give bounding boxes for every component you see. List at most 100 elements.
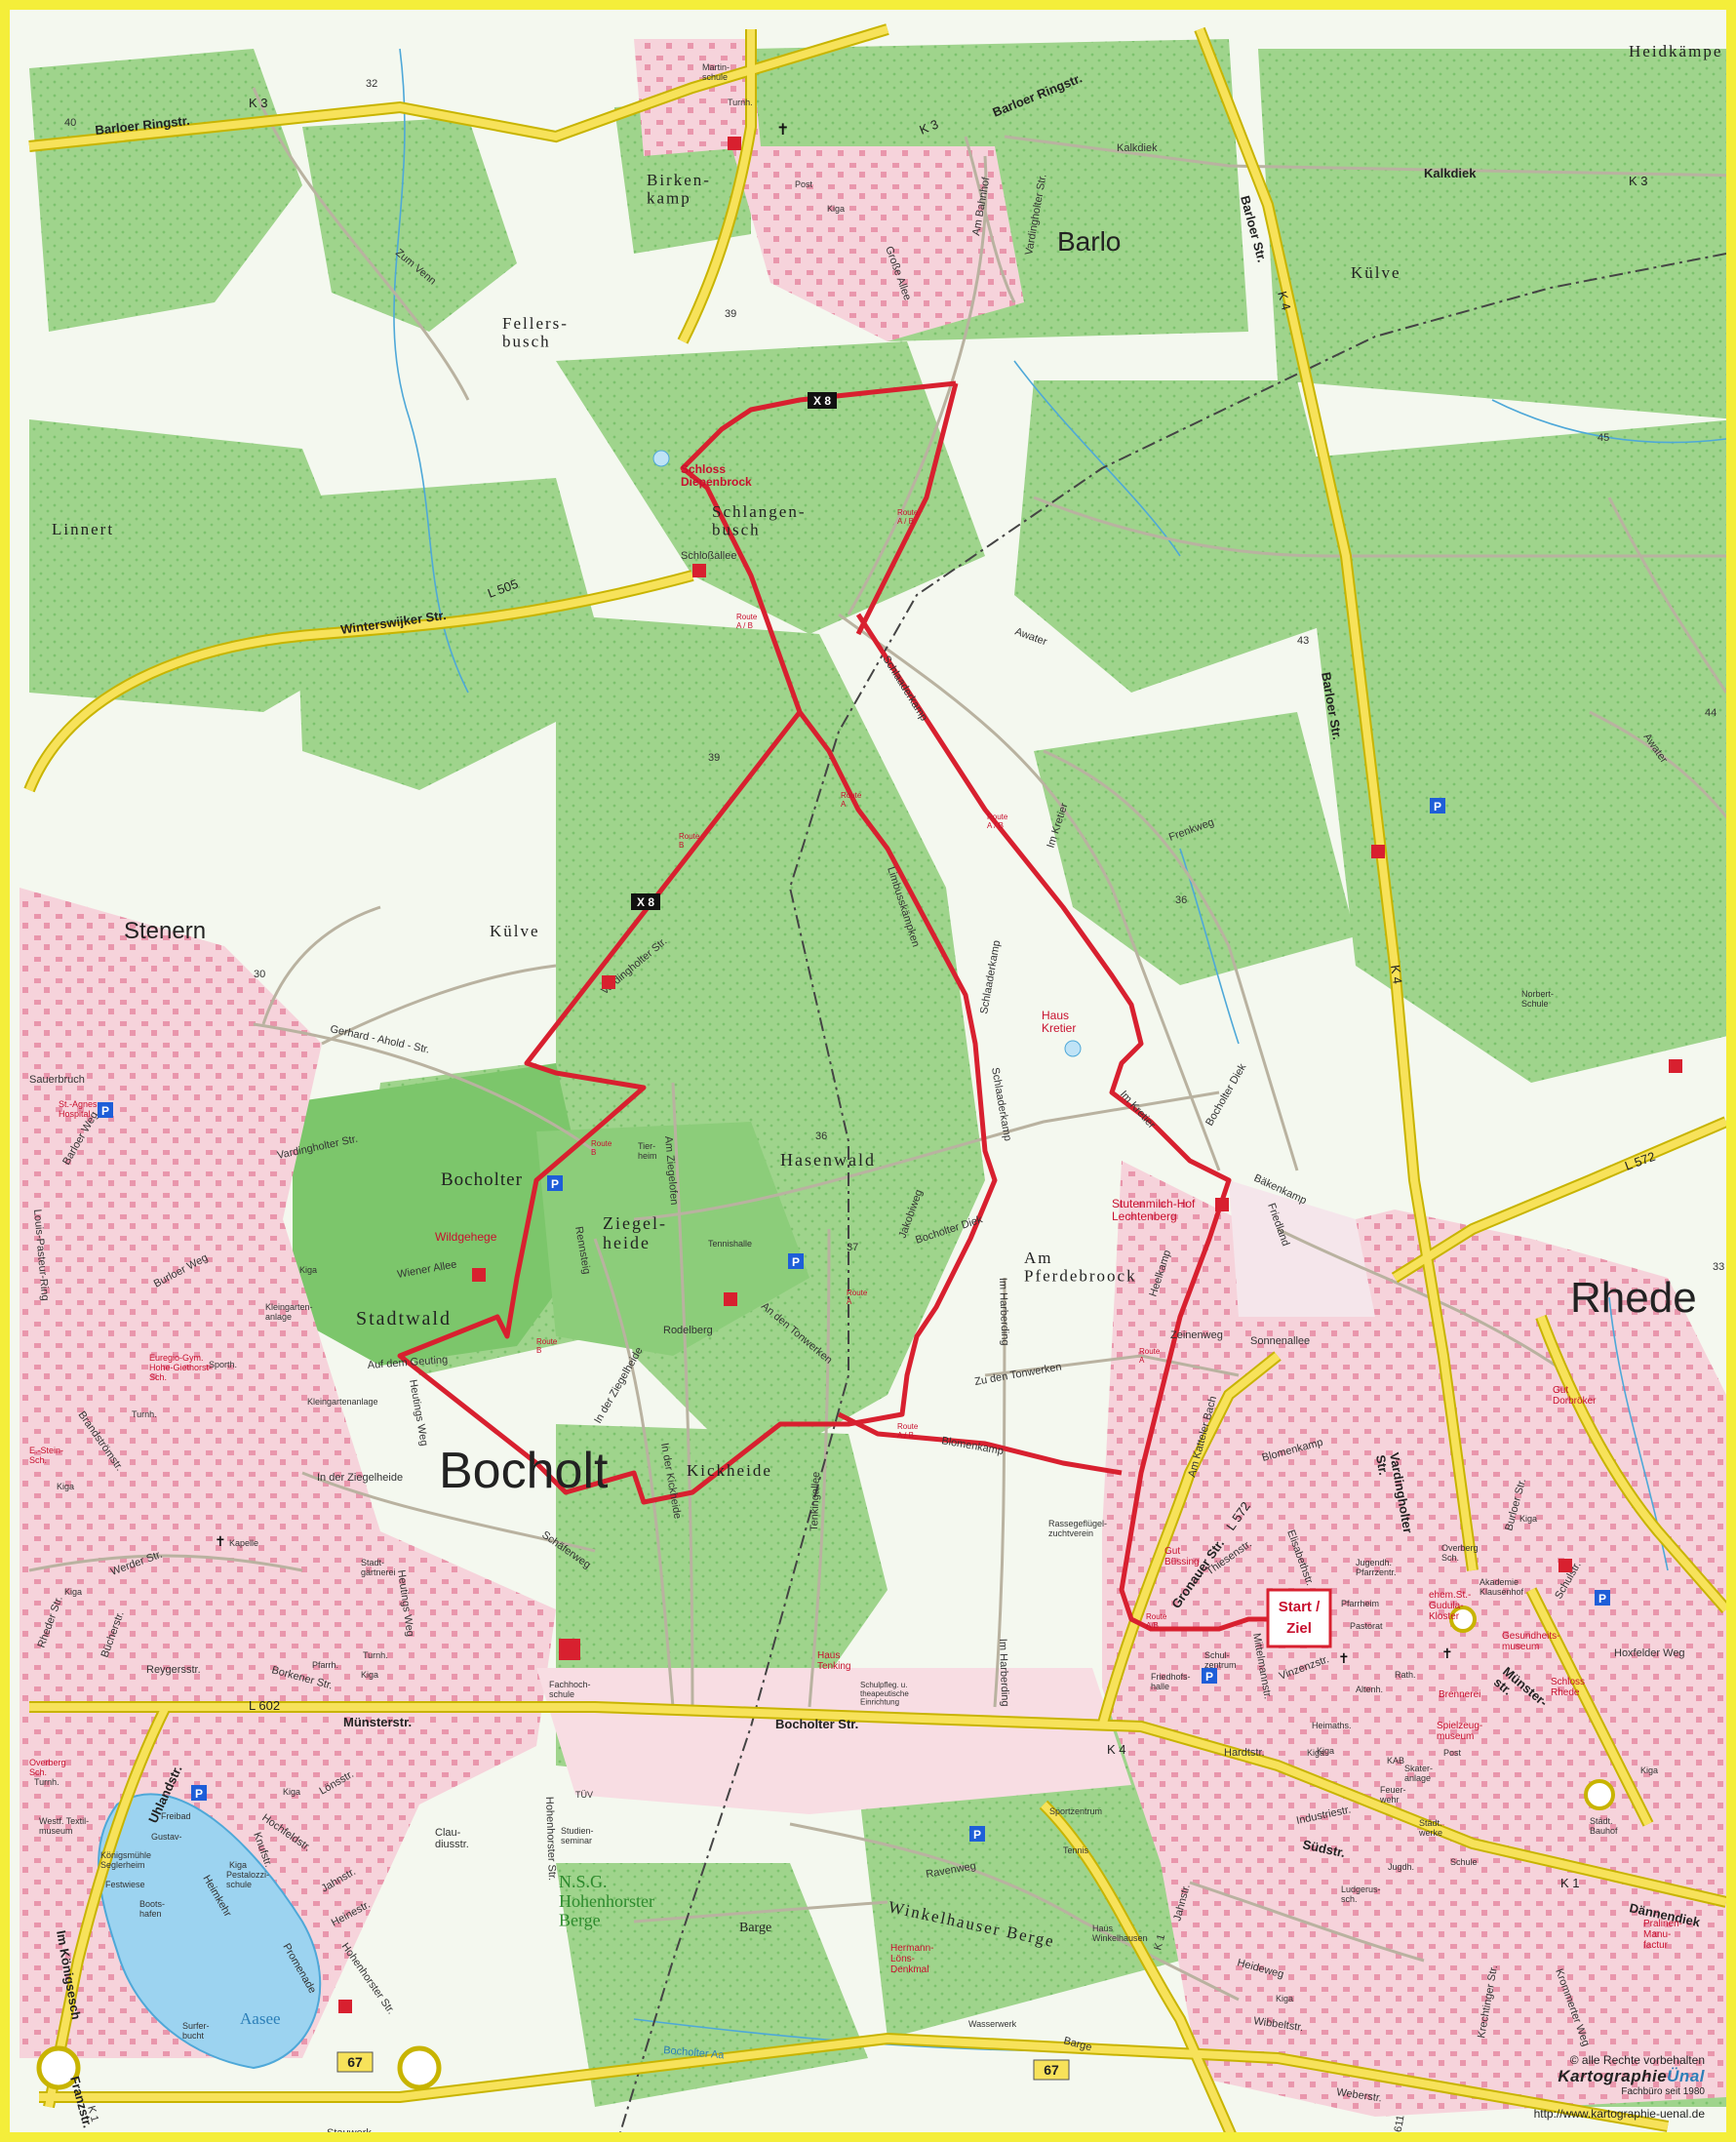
place-stadtwald: Stadtwald bbox=[356, 1308, 452, 1329]
svg-text:P: P bbox=[1434, 800, 1441, 813]
parking-icon: P bbox=[1202, 1668, 1217, 1684]
poi-jugendh: Jugendh.Pfarrzentr. bbox=[1356, 1558, 1397, 1577]
poi-tennis: Tennis bbox=[1063, 1845, 1089, 1855]
map-credits: © alle Rechte vorbehalten KartographieÜn… bbox=[1534, 2053, 1705, 2121]
road-k4-n: K 4 bbox=[1275, 290, 1294, 312]
road-k4-s: K 4 bbox=[1388, 964, 1405, 984]
poi-sauerbruch: Sauerbruch bbox=[29, 1074, 85, 1086]
parking-icon: P bbox=[191, 1785, 207, 1801]
poi-schule-e: Schule bbox=[1450, 1857, 1478, 1867]
poi-wasserwerk: Wasserwerk bbox=[968, 2019, 1017, 2029]
chapel-icon: ✝ ✝ ✝ ✝ bbox=[215, 122, 1453, 1666]
place-kuelve-w: Külve bbox=[490, 922, 540, 940]
road-l602: L 602 bbox=[249, 1698, 280, 1713]
road-claudiusstr: Clau-diusstr. bbox=[435, 1827, 469, 1850]
road-k3-e: K 3 bbox=[1629, 174, 1648, 188]
place-heidkaempe: Heidkämpe bbox=[1629, 42, 1722, 60]
poi-freibad: Freibad bbox=[161, 1811, 191, 1821]
place-birkenkamp: Birken-kamp bbox=[647, 171, 711, 208]
poi-kiga-w2: Kiga bbox=[57, 1482, 74, 1491]
place-aasee: Aasee bbox=[240, 2009, 281, 2028]
parking-icon: P bbox=[98, 1102, 113, 1118]
poi-kiga-n: Kiga bbox=[827, 204, 845, 214]
poi-jugendh-e: Jugdh. bbox=[1388, 1862, 1414, 1872]
start-ziel-label-2: Ziel bbox=[1286, 1620, 1312, 1637]
poi-studienseminar: Studien-seminar bbox=[561, 1826, 594, 1845]
poi-turnh-n: Turnh. bbox=[728, 98, 753, 107]
admin-boundary bbox=[619, 253, 1726, 2132]
elevation-markers: 40 32 39 45 43 44 39 30 36 36 37 33 bbox=[64, 78, 1724, 1273]
minor-roads bbox=[28, 87, 1726, 2002]
place-stenern: Stenern bbox=[124, 918, 206, 944]
place-schlangenbusch: Schlangen-busch bbox=[712, 502, 806, 539]
place-kuelve-ne: Külve bbox=[1351, 263, 1401, 282]
place-bocholt: Bocholt bbox=[439, 1443, 609, 1499]
poi-kiga-e: Kiga bbox=[1317, 1746, 1334, 1756]
road-hoxfelder-weg: Hoxfelder Weg bbox=[1614, 1647, 1685, 1659]
a67-shields: 67 67 bbox=[336, 2051, 1070, 2081]
poi-kiga-e2: Kiga bbox=[1640, 1765, 1658, 1775]
place-kickheide: Kickheide bbox=[687, 1461, 772, 1480]
svg-text:✝: ✝ bbox=[776, 122, 789, 139]
place-barlo: Barlo bbox=[1057, 226, 1121, 257]
parking-icon: P bbox=[1430, 798, 1445, 813]
x8-badge-west: X 8 bbox=[637, 895, 654, 909]
credits-rights: © alle Rechte vorbehalten bbox=[1569, 2053, 1705, 2067]
road-k3-w: K 3 bbox=[249, 96, 268, 110]
poi-kleingarten: Kleingarten-anlage bbox=[265, 1302, 313, 1322]
map-canvas[interactable]: Start / Ziel Bocholt Rhede Barlo Stenern… bbox=[10, 10, 1736, 2142]
poi-post-e: Post bbox=[1443, 1748, 1462, 1758]
road-stauwerk: Stauwerk bbox=[327, 2127, 372, 2139]
poi-sportzentrum: Sportzentrum bbox=[1049, 1806, 1102, 1816]
credits-brand: KartographieÜnal bbox=[1534, 2067, 1705, 2086]
poi-kiga-w4: Kiga bbox=[361, 1670, 378, 1680]
svg-text:P: P bbox=[792, 1255, 800, 1269]
poi-rassegefluegel: Rassegeflügel-zuchtverein bbox=[1048, 1519, 1107, 1538]
poi-skateranlage: Skater-anlage bbox=[1404, 1764, 1433, 1783]
svg-text:✝: ✝ bbox=[215, 1533, 226, 1549]
road-kalkdiek-e: Kalkdiek bbox=[1424, 166, 1477, 180]
poi-pastorat: Pastorat bbox=[1350, 1621, 1383, 1631]
poi-altenh: Altenh. bbox=[1356, 1685, 1383, 1694]
credits-url: http://www.kartographie-uenal.de bbox=[1533, 2107, 1705, 2121]
road-in-der-ziegelheide-w: In der Ziegelheide bbox=[317, 1472, 403, 1484]
road-zeinenweg: Zeinenweg bbox=[1170, 1329, 1223, 1341]
poi-pfarrheim: Pfarrheim bbox=[1341, 1599, 1379, 1608]
ziegelheide-forest bbox=[536, 1122, 809, 1356]
poi-rathaus: Rath. bbox=[1395, 1670, 1416, 1680]
road-schlossallee: Schloßallee bbox=[681, 550, 736, 562]
poi-heimathaus: Heimaths. bbox=[1312, 1721, 1352, 1730]
svg-text:✝: ✝ bbox=[1338, 1650, 1350, 1666]
start-ziel-marker[interactable]: Start / Ziel bbox=[1266, 1588, 1332, 1648]
poi-kiga-hardt: Kiga bbox=[1307, 1748, 1324, 1758]
road-k3-mid: K 3 bbox=[918, 117, 941, 138]
poi-pfarrh-w: Pfarrh. bbox=[312, 1660, 338, 1670]
poi-tennishalle: Tennishalle bbox=[708, 1239, 752, 1249]
stadtwald-forest bbox=[293, 1063, 595, 1366]
x8-badge-north: X 8 bbox=[813, 394, 831, 408]
map-symbols: P P P P P P P P bbox=[98, 122, 1682, 2013]
svg-text:P: P bbox=[195, 1787, 203, 1801]
poi-ludgerus: Ludgerus-sch. bbox=[1341, 1884, 1381, 1904]
elev-12: 33 bbox=[1713, 1261, 1724, 1273]
elev-7: 39 bbox=[708, 752, 720, 764]
elev-9: 36 bbox=[1175, 894, 1187, 906]
elev-1: 40 bbox=[64, 117, 76, 129]
poi-schulzentrum: Schul-zentrum bbox=[1204, 1650, 1237, 1670]
aasee-lake bbox=[98, 1793, 322, 2070]
poi-friedhofshalle: Friedhofs-halle bbox=[1151, 1672, 1191, 1691]
